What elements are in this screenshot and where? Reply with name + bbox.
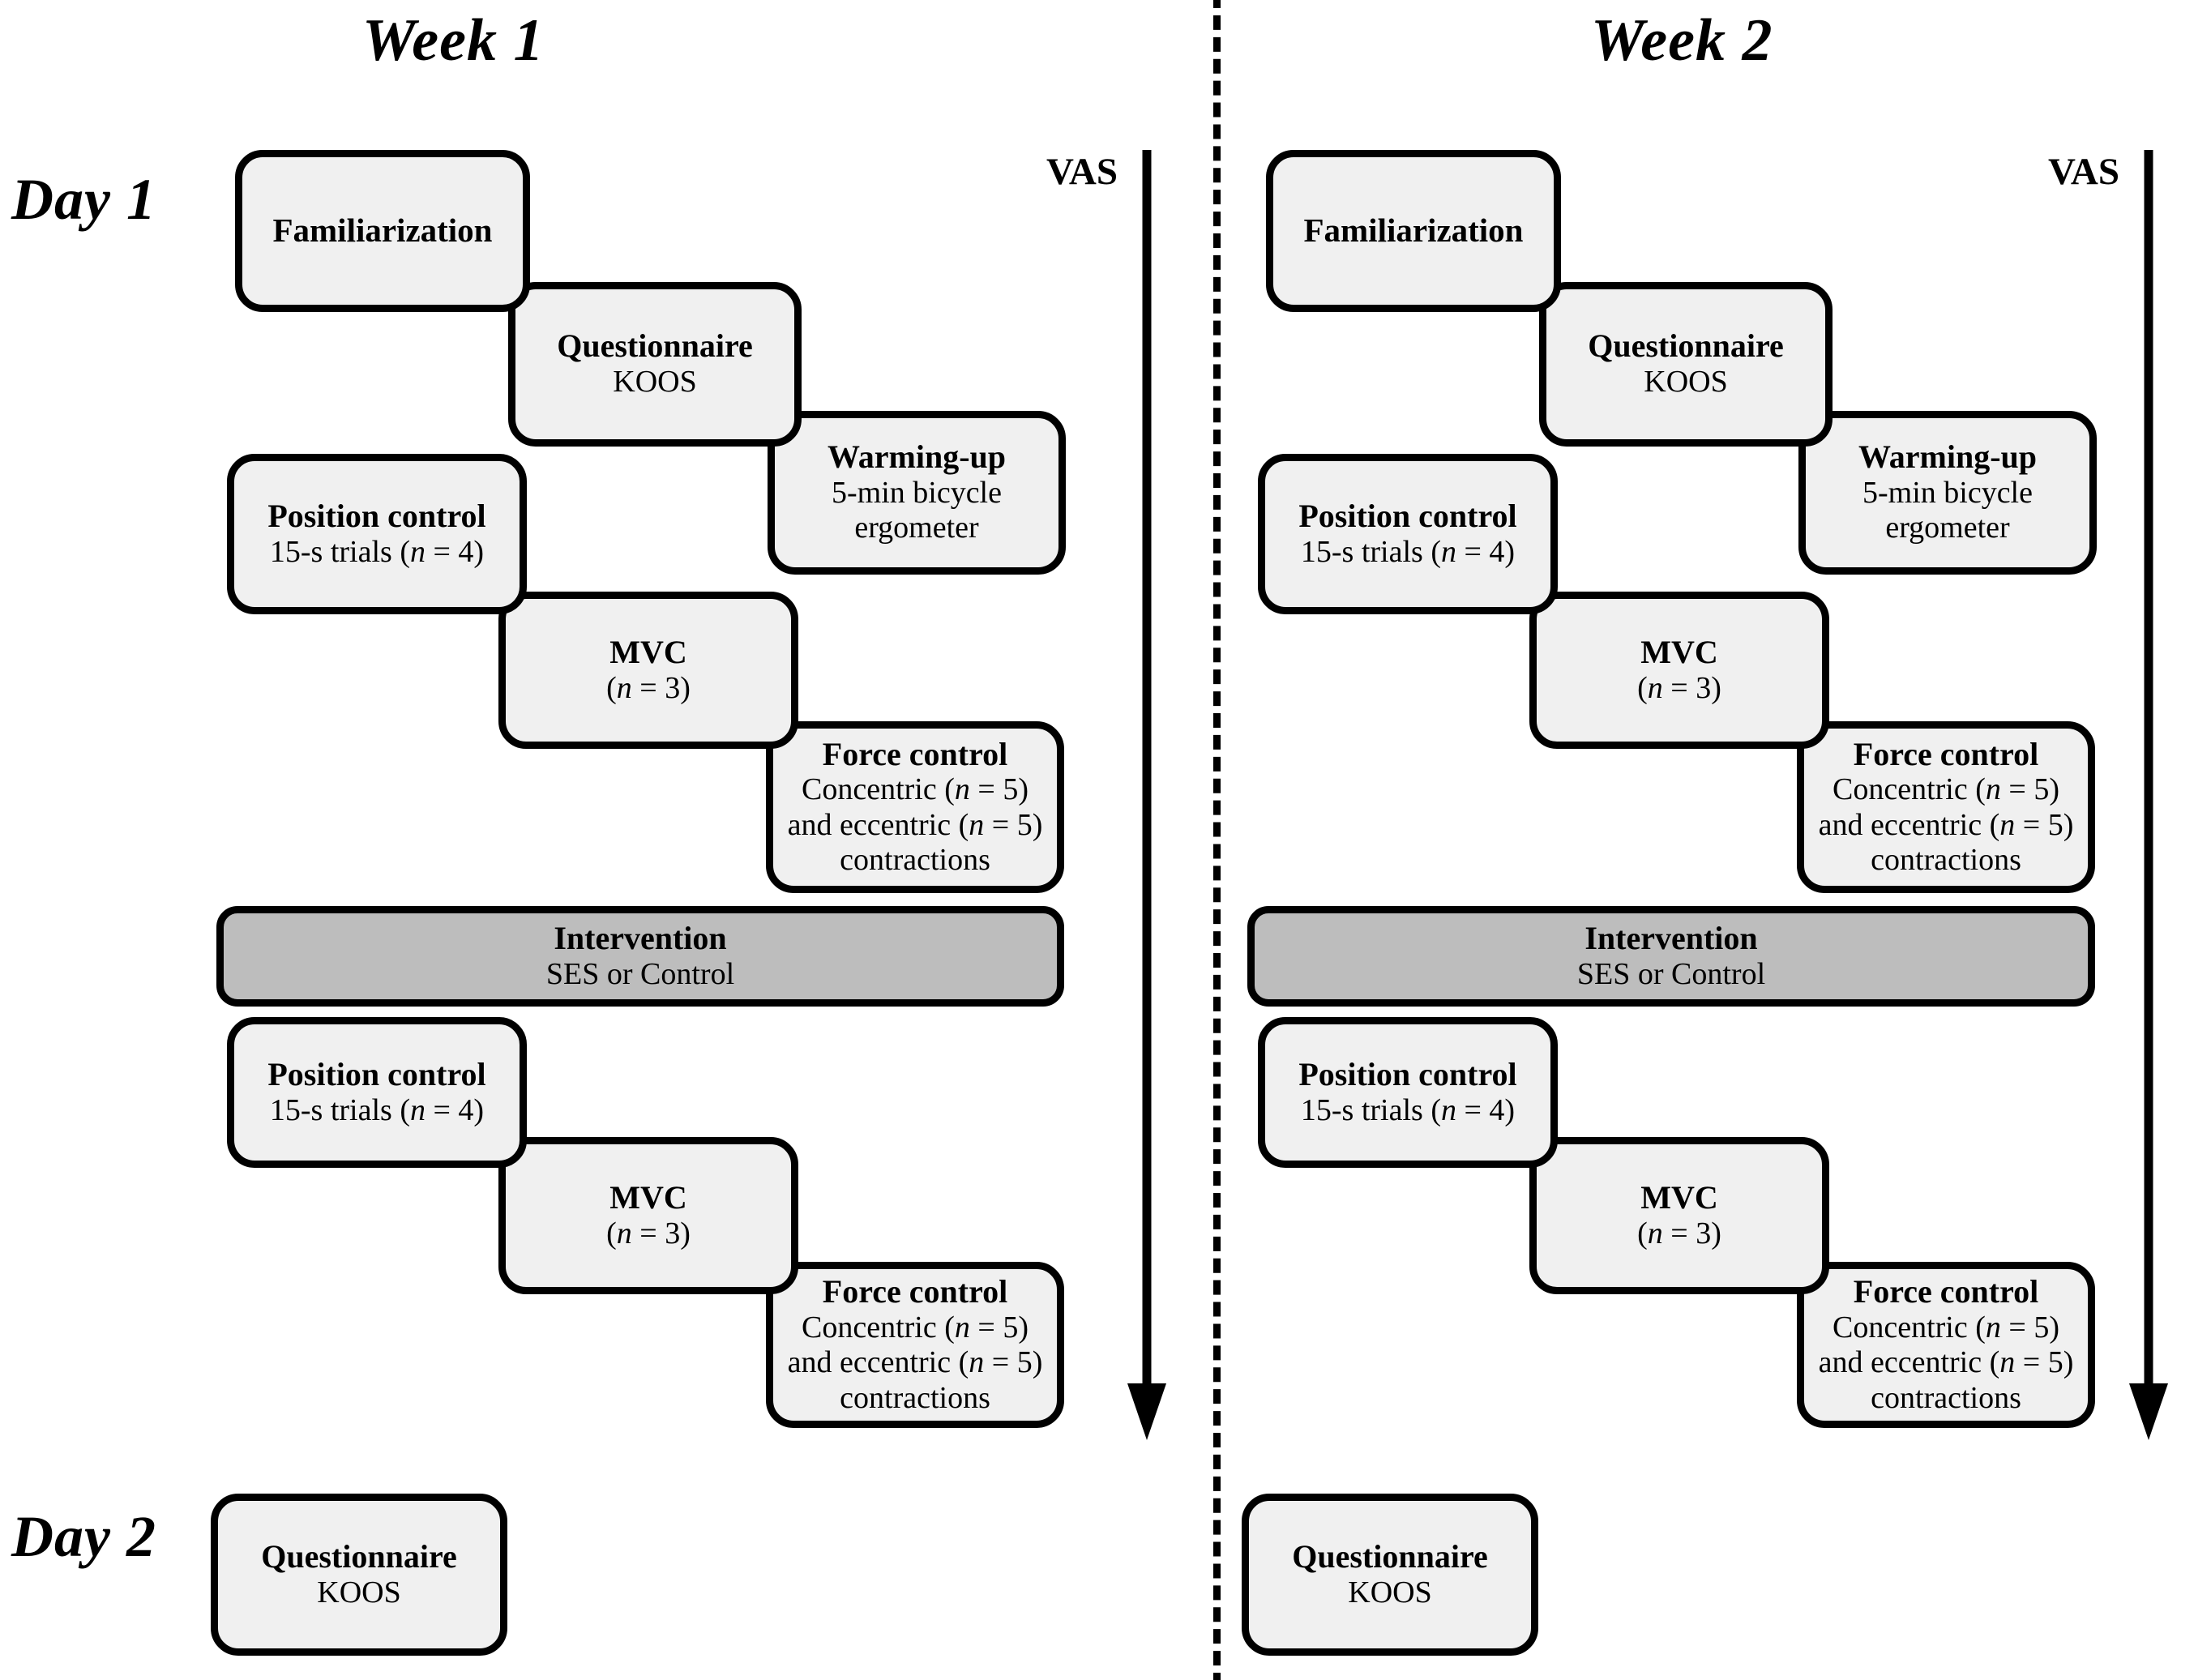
box-title: MVC xyxy=(1640,1178,1718,1216)
box-title: Questionnaire xyxy=(1588,327,1784,365)
column-divider xyxy=(1213,0,1221,1680)
box-subtitle-3: contractions xyxy=(840,1380,990,1415)
w2-box-position-control-post[interactable]: Position control 15-s trials (n = 4) xyxy=(1258,1017,1558,1168)
box-title: MVC xyxy=(1640,633,1718,670)
box-title: Position control xyxy=(267,1055,486,1092)
w2-box-questionnaire[interactable]: Questionnaire KOOS xyxy=(1539,282,1833,447)
box-subtitle: (n = 3) xyxy=(1637,1216,1721,1250)
box-subtitle-2: and eccentric (n = 5) xyxy=(1818,1345,2074,1380)
day-2-label: Day 2 xyxy=(11,1504,156,1569)
box-subtitle: 15-s trials (n = 4) xyxy=(1300,534,1516,569)
box-subtitle-3: contractions xyxy=(1871,1380,2021,1415)
box-subtitle-3: contractions xyxy=(840,843,990,878)
w2-box-warming-up[interactable]: Warming-up 5-min bicycle ergometer xyxy=(1798,411,2097,575)
box-title: Position control xyxy=(1298,497,1517,534)
box-subtitle: 15-s trials (n = 4) xyxy=(1300,1092,1516,1127)
box-subtitle-1: Concentric (n = 5) xyxy=(802,772,1029,807)
box-title: Force control xyxy=(1853,1273,2039,1310)
w1-box-force-control-pre[interactable]: Force control Concentric (n = 5) and ecc… xyxy=(766,721,1064,893)
w2-box-mvc-post[interactable]: MVC (n = 3) xyxy=(1529,1137,1829,1294)
box-subtitle-2: and eccentric (n = 5) xyxy=(787,807,1043,842)
week-2-title: Week 2 xyxy=(1591,7,1773,74)
w1-vas-arrow-icon xyxy=(1127,150,1166,1440)
box-subtitle-2: ergometer xyxy=(1885,511,2010,545)
w2-box-intervention[interactable]: Intervention SES or Control xyxy=(1247,906,2095,1007)
box-subtitle-3: contractions xyxy=(1871,843,2021,878)
w2-box-familiarization[interactable]: Familiarization xyxy=(1266,150,1561,312)
box-title: MVC xyxy=(609,1178,687,1216)
box-title: MVC xyxy=(609,633,687,670)
box-subtitle-1: 5-min bicycle xyxy=(832,476,1002,511)
box-title: Position control xyxy=(1298,1055,1517,1092)
w2-box-force-control-post[interactable]: Force control Concentric (n = 5) and ecc… xyxy=(1797,1262,2095,1428)
box-subtitle-2: ergometer xyxy=(854,511,979,545)
w1-box-questionnaire-day2[interactable]: Questionnaire KOOS xyxy=(211,1494,507,1656)
box-subtitle: SES or Control xyxy=(1576,956,1766,991)
box-subtitle: (n = 3) xyxy=(606,1216,691,1250)
box-title: Force control xyxy=(822,1273,1008,1310)
w2-vas-label: VAS xyxy=(2048,151,2119,193)
w2-vas-arrow-icon xyxy=(2129,150,2168,1440)
box-subtitle-1: Concentric (n = 5) xyxy=(1833,1310,2059,1344)
w1-box-position-control-pre[interactable]: Position control 15-s trials (n = 4) xyxy=(227,454,527,614)
box-title: Familiarization xyxy=(1303,212,1524,250)
w1-box-familiarization[interactable]: Familiarization xyxy=(235,150,530,312)
box-subtitle: (n = 3) xyxy=(606,670,691,705)
w1-box-force-control-post[interactable]: Force control Concentric (n = 5) and ecc… xyxy=(766,1262,1064,1428)
w1-box-mvc-pre[interactable]: MVC (n = 3) xyxy=(498,592,798,749)
box-title: Position control xyxy=(267,497,486,534)
box-title: Warming-up xyxy=(1858,438,2038,476)
box-subtitle: KOOS xyxy=(1348,1575,1432,1609)
w2-box-mvc-pre[interactable]: MVC (n = 3) xyxy=(1529,592,1829,749)
box-subtitle: 15-s trials (n = 4) xyxy=(269,534,485,569)
box-subtitle: SES or Control xyxy=(545,956,735,991)
box-title: Intervention xyxy=(554,919,727,956)
box-title: Questionnaire xyxy=(557,327,753,365)
box-title: Familiarization xyxy=(272,212,493,250)
w2-box-force-control-pre[interactable]: Force control Concentric (n = 5) and ecc… xyxy=(1797,721,2095,893)
w1-box-mvc-post[interactable]: MVC (n = 3) xyxy=(498,1137,798,1294)
box-subtitle: KOOS xyxy=(1644,365,1728,400)
box-subtitle: KOOS xyxy=(317,1575,401,1609)
box-title: Warming-up xyxy=(827,438,1007,476)
box-title: Questionnaire xyxy=(1292,1537,1488,1575)
box-title: Questionnaire xyxy=(261,1537,457,1575)
box-subtitle-2: and eccentric (n = 5) xyxy=(1818,807,2074,842)
w1-box-warming-up[interactable]: Warming-up 5-min bicycle ergometer xyxy=(768,411,1066,575)
w1-vas-label: VAS xyxy=(1046,151,1118,193)
box-subtitle-1: Concentric (n = 5) xyxy=(802,1310,1029,1344)
box-subtitle: KOOS xyxy=(613,365,697,400)
day-1-label: Day 1 xyxy=(11,167,156,232)
w2-box-questionnaire-day2[interactable]: Questionnaire KOOS xyxy=(1242,1494,1538,1656)
box-subtitle-1: Concentric (n = 5) xyxy=(1833,772,2059,807)
w1-box-position-control-post[interactable]: Position control 15-s trials (n = 4) xyxy=(227,1017,527,1168)
box-title: Intervention xyxy=(1584,919,1758,956)
box-subtitle: 15-s trials (n = 4) xyxy=(269,1092,485,1127)
w1-box-questionnaire[interactable]: Questionnaire KOOS xyxy=(508,282,802,447)
box-title: Force control xyxy=(822,735,1008,772)
w1-box-intervention[interactable]: Intervention SES or Control xyxy=(216,906,1064,1007)
box-subtitle: (n = 3) xyxy=(1637,670,1721,705)
week-1-title: Week 1 xyxy=(362,7,545,74)
w2-box-position-control-pre[interactable]: Position control 15-s trials (n = 4) xyxy=(1258,454,1558,614)
box-title: Force control xyxy=(1853,735,2039,772)
box-subtitle-1: 5-min bicycle xyxy=(1862,476,2033,511)
box-subtitle-2: and eccentric (n = 5) xyxy=(787,1345,1043,1380)
